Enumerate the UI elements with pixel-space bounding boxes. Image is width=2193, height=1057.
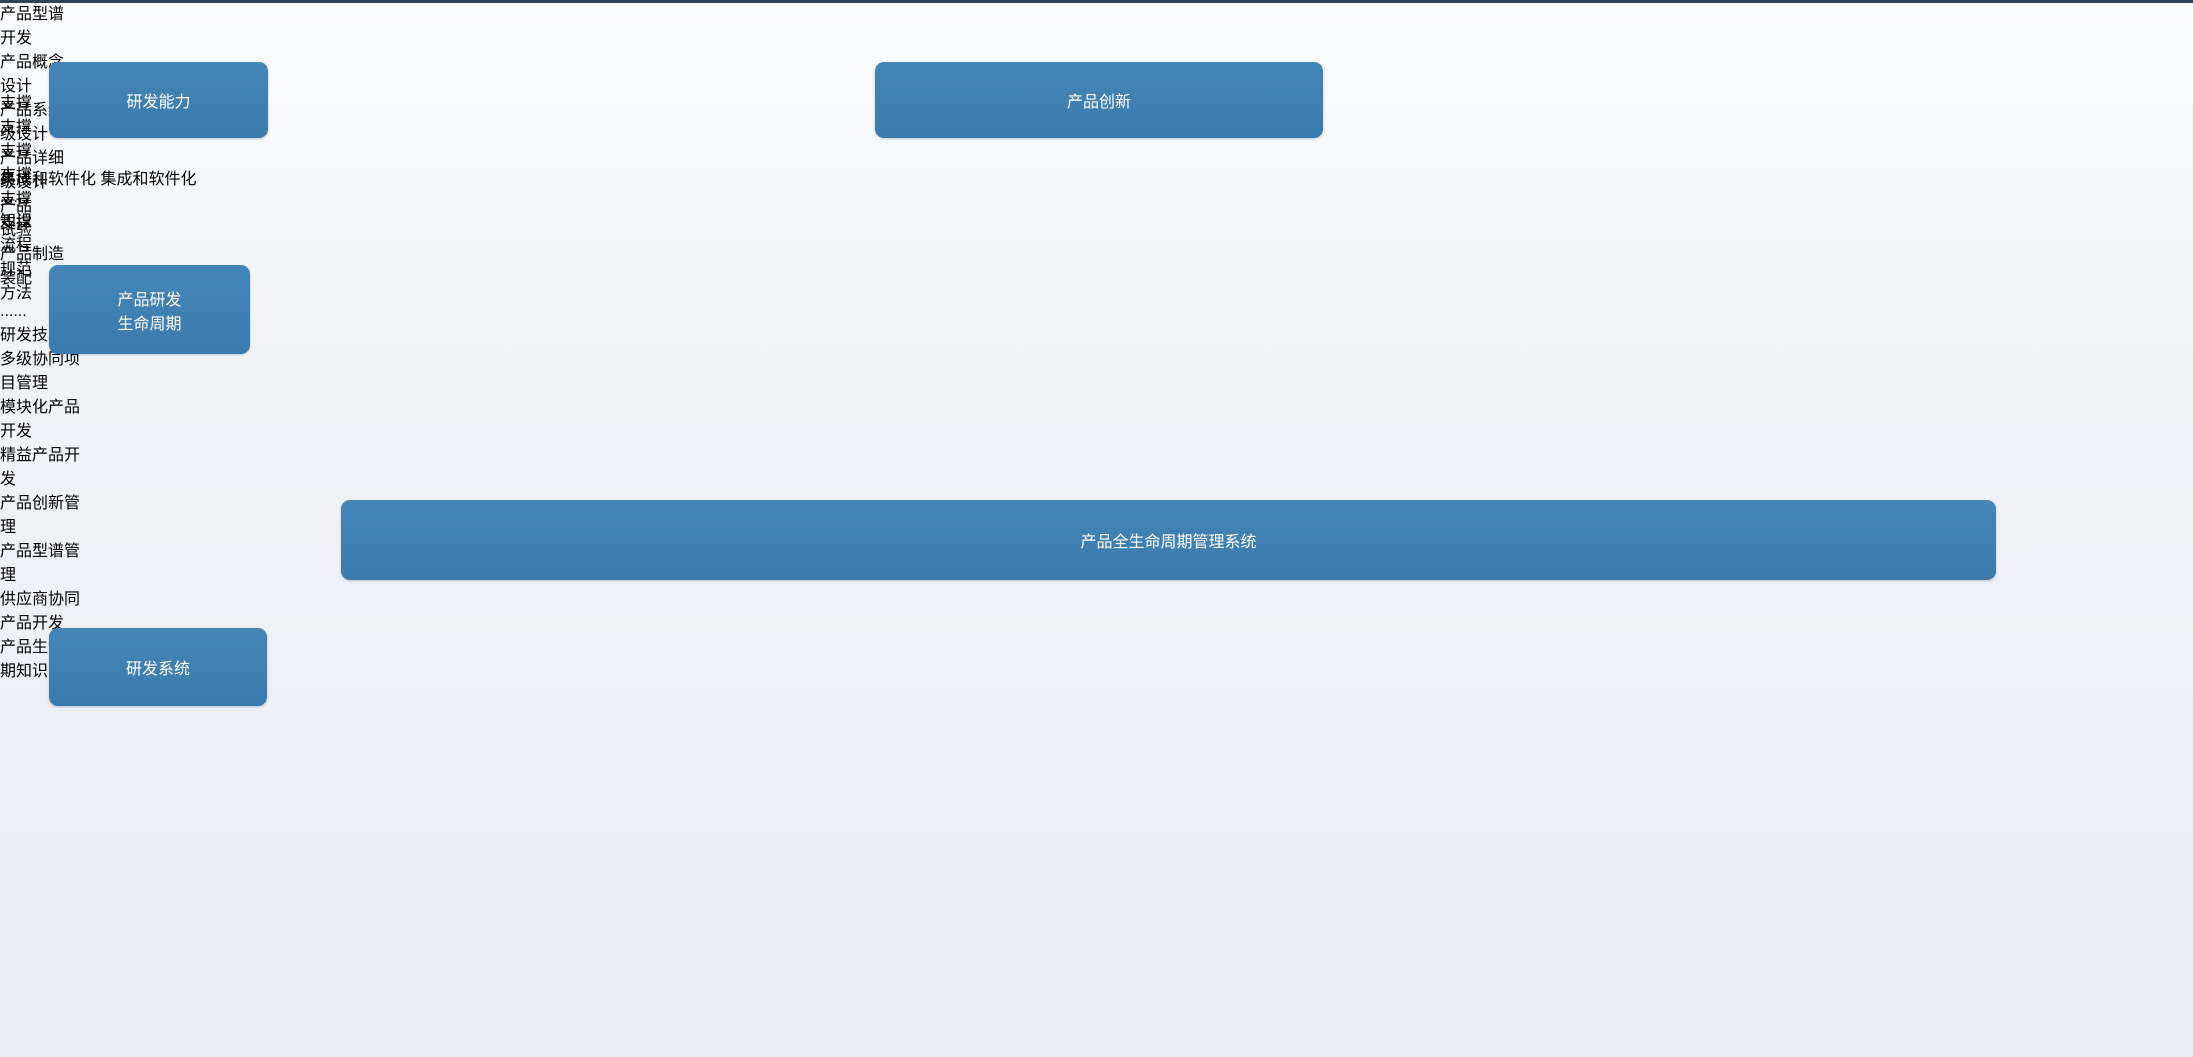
integration-label-right: 集成和软件化 (100, 171, 197, 188)
tech-lifecycle-knowledge-mgmt: 产品生命周 期知识管理 (0, 633, 2193, 681)
stage-manufacturing-assembly: 产品制造 装配 (0, 240, 1576, 288)
stage-line1: 产品型谱 (0, 6, 65, 23)
lifecycle-stages-row: 产品型谱 开发 产品概念 设计 产品系统 级设计 产品详细 级设计 产品 试验 … (0, 0, 1576, 287)
tech-line1: 模块化产品 (0, 399, 81, 416)
product-innovation-label: 产品创新 (1066, 94, 1131, 111)
stage-line2: 试验 (0, 222, 33, 239)
tech-line1: 供应商协同 (0, 591, 81, 608)
plm-system-label: 产品全生命周期管理系统 (1080, 534, 1257, 551)
support-label: 支撑 (0, 191, 33, 208)
capability-label: 研发能力 (126, 94, 191, 111)
tech-innovation-mgmt: 产品创新管 理 (0, 489, 2193, 537)
stage-concept-design: 产品概念 设计 (0, 48, 1576, 96)
support-label: 支撑 (0, 119, 33, 136)
support-item: 支撑 (0, 137, 1576, 161)
stage-line2: 设计 (0, 78, 33, 95)
product-innovation-box: 产品创新 (875, 62, 1323, 138)
system-label: 研发系统 (125, 661, 190, 678)
support-arrows-row: 支撑 支撑 支撑 支撑 支撑 支撑 (0, 89, 1576, 232)
stage-line1: 产品 (0, 198, 33, 215)
integration-label-left: 集成和软件化 (0, 171, 97, 188)
support-label: 支撑 (0, 143, 33, 160)
element-process: 流程 (0, 237, 33, 254)
tech-line1: 产品生命周 (0, 639, 81, 656)
support-item: 支撑 (0, 209, 1576, 233)
stage-product-test: 产品 试验 (0, 192, 1576, 240)
tech-line1: 产品型谱管 (0, 543, 81, 560)
stage-system-level-design: 产品系统 级设计 (0, 96, 1576, 144)
support-label: 支撑 (0, 167, 33, 184)
tech-line2: 理 (0, 519, 17, 536)
lifecycle-label-box: 产品研发 生命周期 (49, 265, 250, 354)
support-item: 支撑 (0, 89, 1576, 113)
support-item: 支撑 (0, 113, 1576, 137)
tech-line2: 开发 (0, 423, 33, 440)
stage-line2: 开发 (0, 30, 33, 47)
support-item: 支撑 (0, 185, 1576, 209)
stage-line2: 级设计 (0, 174, 49, 191)
tech-line1: 精益产品开 (0, 447, 81, 464)
stage-line1: 产品制造 (0, 246, 65, 263)
tech-line2: 目管理 (0, 375, 49, 392)
stage-detail-level-design: 产品详细 级设计 (0, 144, 1576, 192)
tech-lean-product-dev: 精益产品开 发 (0, 441, 2193, 489)
tech-line1: 产品创新管 (0, 495, 81, 512)
support-item: 支撑 (0, 161, 1576, 185)
tech-supplier-collab-dev: 供应商协同 产品开发 (0, 585, 2193, 633)
tech-line2: 发 (0, 471, 17, 488)
system-elements-row: ...... 知识 流程 规范 方法 ...... (0, 189, 2193, 321)
element-ellipsis: ...... (0, 303, 27, 320)
lifecycle-label-line2: 生命周期 (117, 315, 182, 333)
tech-line2: 理 (0, 567, 17, 584)
support-label: 支撑 (0, 215, 33, 232)
element-standard: 规范 (0, 261, 33, 278)
technology-label-box: 研发技术 (0, 321, 2193, 345)
tech-line2: 期知识管理 (0, 663, 81, 680)
tech-spectrum-mgmt: 产品型谱管 理 (0, 537, 2193, 585)
plm-system-bar: 产品全生命周期管理系统 (341, 500, 1996, 580)
tech-line1: 多级协同项 (0, 351, 81, 368)
stage-line1: 产品概念 (0, 54, 65, 71)
system-label-box: 研发系统 (49, 628, 267, 706)
stage-line1: 产品系统 (0, 102, 65, 119)
stage-line2: 装配 (0, 270, 33, 287)
element-knowledge: 知识 (0, 213, 33, 230)
element-method: 方法 (0, 285, 33, 302)
element-ellipsis: ...... (0, 189, 27, 206)
tech-modular-product-dev: 模块化产品 开发 (0, 393, 2193, 441)
stage-product-spectrum-dev: 产品型谱 开发 (0, 0, 1576, 48)
support-label: 支撑 (0, 95, 33, 112)
technology-row: 研发技术 多级协同项 目管理 模块化产品 开发 精益产品开 发 产品创新管 理 … (0, 321, 2193, 681)
top-edge-line (0, 0, 2193, 3)
tech-multilevel-project-mgmt: 多级协同项 目管理 (0, 345, 2193, 393)
lifecycle-label-line1: 产品研发 (117, 291, 182, 309)
stage-line2: 级设计 (0, 126, 49, 143)
stage-line1: 产品详细 (0, 150, 65, 167)
tech-line2: 产品开发 (0, 615, 65, 632)
technology-label: 研发技术 (0, 327, 65, 344)
capability-label-box: 研发能力 (49, 62, 268, 138)
